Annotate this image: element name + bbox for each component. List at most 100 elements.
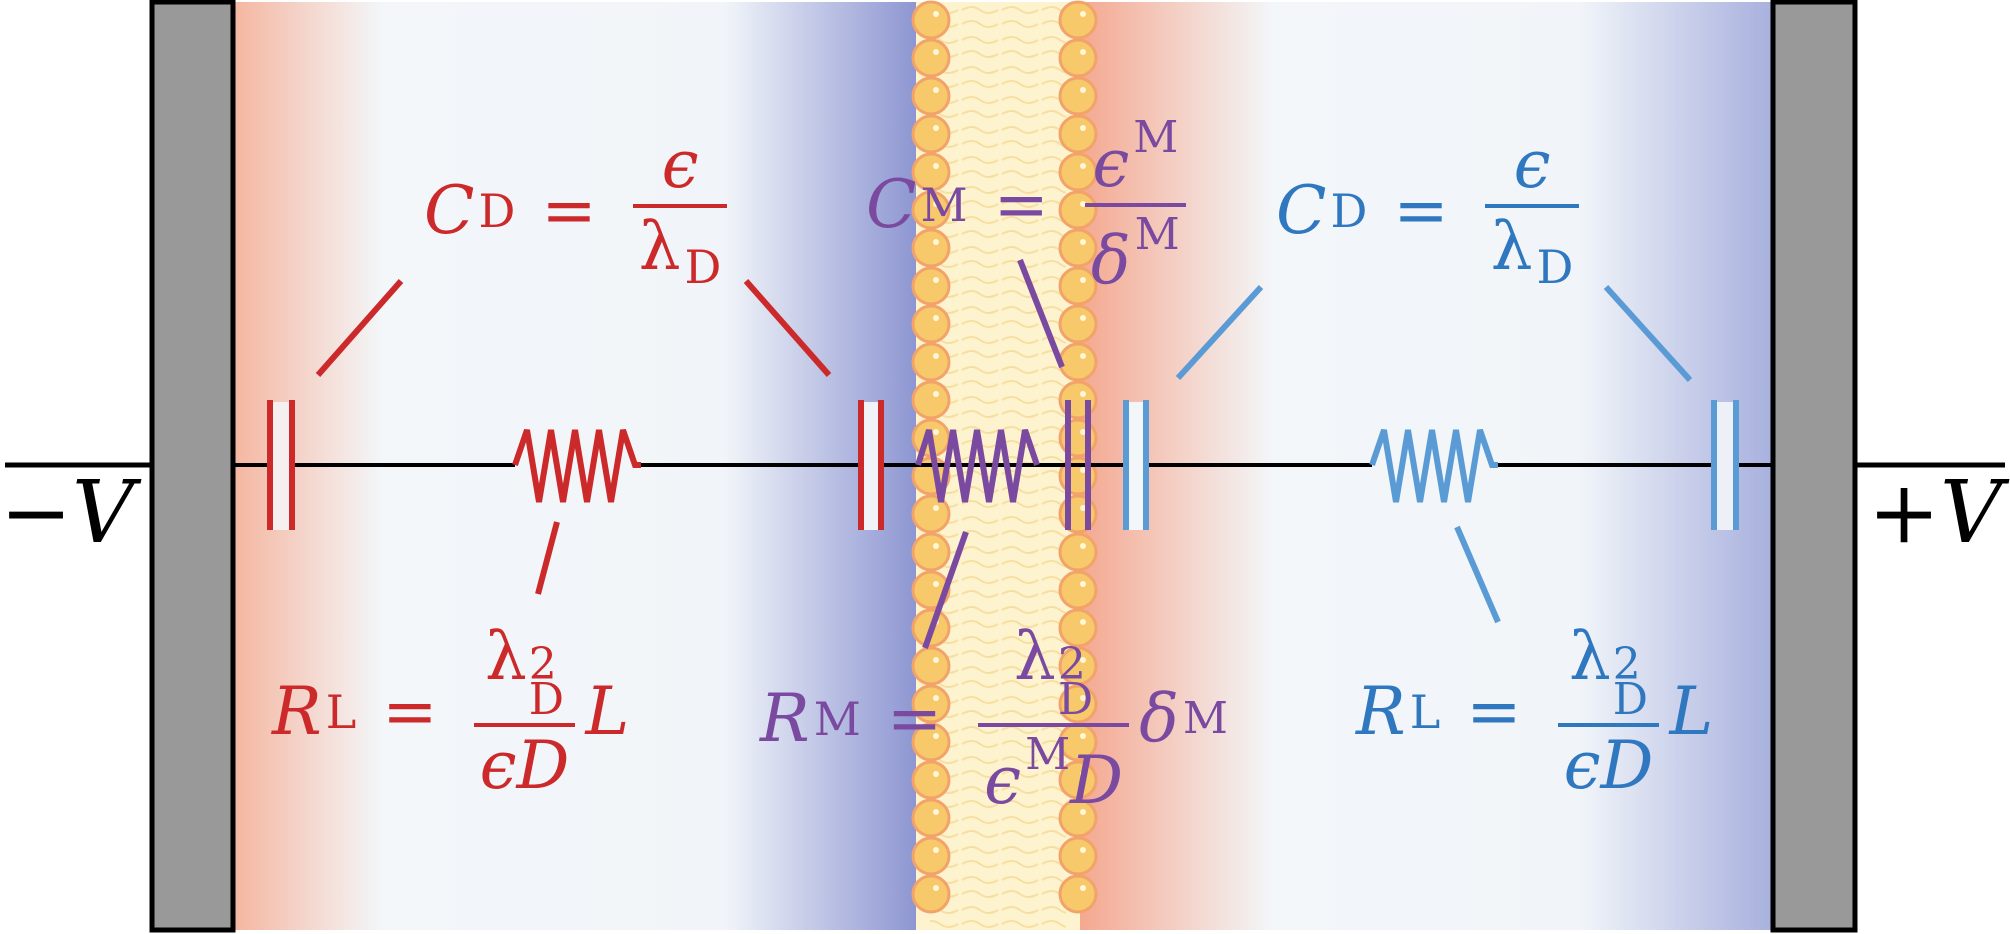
lipid-head: [911, 152, 951, 192]
lipid-head-highlight: [1080, 543, 1086, 549]
lipid-head: [1058, 152, 1098, 192]
lipid-head: [911, 114, 951, 154]
lipid-head-highlight: [933, 581, 939, 587]
leader-cd-left-b: [743, 279, 832, 377]
lipid-head-highlight: [1080, 201, 1086, 207]
lipid-head-highlight: [933, 847, 939, 853]
lipid-head: [911, 532, 951, 572]
lipid-head: [911, 38, 951, 78]
right-electrode: [1770, 0, 1858, 933]
lipid-head-highlight: [933, 771, 939, 777]
lipid-head: [1058, 684, 1098, 724]
leader-rl-left: [535, 521, 560, 595]
leader-rl-right: [1454, 525, 1501, 624]
lipid-head-highlight: [1080, 771, 1086, 777]
lipid-head: [911, 646, 951, 686]
capacitor-left-debye-2: [858, 400, 884, 530]
resistor-membrane: [915, 429, 1040, 503]
lipid-head-highlight: [933, 87, 939, 93]
lipid-head-highlight: [1080, 581, 1086, 587]
lipid-head: [1058, 798, 1098, 838]
capacitor-right-debye-2: [1711, 400, 1739, 530]
lipid-head-highlight: [1080, 847, 1086, 853]
lipid-head-highlight: [933, 391, 939, 397]
lipid-head: [911, 266, 951, 306]
lipid-head: [1058, 646, 1098, 686]
lipid-head: [911, 342, 951, 382]
leader-cd-left-a: [315, 279, 404, 377]
lipid-head-highlight: [1080, 505, 1086, 511]
lipid-head-highlight: [1080, 125, 1086, 131]
lipid-head-highlight: [1080, 467, 1086, 473]
lipid-head-highlight: [1080, 11, 1086, 17]
capacitor-membrane: [1065, 400, 1091, 530]
lipid-head: [1058, 874, 1098, 914]
lipid-head: [911, 874, 951, 914]
lipid-head-highlight: [933, 505, 939, 511]
lipid-head: [1058, 532, 1098, 572]
lipid-head: [1058, 608, 1098, 648]
lipid-head: [1058, 190, 1098, 230]
lipid-head-highlight: [933, 429, 939, 435]
lipid-head: [1058, 0, 1098, 40]
leader-cd-right-a: [1175, 284, 1264, 381]
leader-cm: [1017, 258, 1065, 369]
lipid-head-highlight: [1080, 239, 1086, 245]
lipid-head-highlight: [1080, 885, 1086, 891]
lipid-head-highlight: [1080, 353, 1086, 359]
lipid-head: [911, 760, 951, 800]
lipid-head-highlight: [933, 11, 939, 17]
lipid-head-highlight: [933, 201, 939, 207]
terminal-negative: −V: [0, 463, 135, 563]
lipid-head-highlight: [1080, 429, 1086, 435]
resistor-right-leakage: [1369, 429, 1498, 503]
lipid-head: [911, 76, 951, 116]
lipid-head-highlight: [933, 239, 939, 245]
lipid-head-highlight: [933, 885, 939, 891]
lipid-head-highlight: [1080, 657, 1086, 663]
leader-rm: [922, 531, 969, 649]
lipid-head: [1058, 342, 1098, 382]
lipid-head-highlight: [933, 163, 939, 169]
lipid-head-highlight: [1080, 87, 1086, 93]
lipid-head: [1058, 114, 1098, 154]
lipid-head: [911, 798, 951, 838]
resistor-left-leakage: [512, 429, 641, 503]
lipid-head-highlight: [1080, 391, 1086, 397]
lipid-head-highlight: [933, 809, 939, 815]
lipid-head-highlight: [933, 49, 939, 55]
lipid-head-highlight: [1080, 695, 1086, 701]
lipid-head: [1058, 266, 1098, 306]
lipid-head-highlight: [933, 353, 939, 359]
lipid-head-highlight: [1080, 49, 1086, 55]
leader-cd-right-b: [1603, 284, 1693, 383]
lipid-head-highlight: [933, 733, 939, 739]
lipid-head-highlight: [933, 657, 939, 663]
lipid-head: [911, 836, 951, 876]
lipid-head-highlight: [933, 125, 939, 131]
capacitor-right-debye: [1123, 400, 1149, 530]
lipid-head-highlight: [1080, 277, 1086, 283]
lipid-head: [1058, 760, 1098, 800]
lipid-heads-right: [1058, 0, 1098, 914]
lipid-head: [1058, 38, 1098, 78]
lipid-head-highlight: [933, 695, 939, 701]
lipid-head: [911, 190, 951, 230]
lipid-head-highlight: [933, 315, 939, 321]
lipid-head-highlight: [1080, 733, 1086, 739]
lipid-head-highlight: [1080, 619, 1086, 625]
lipid-head-highlight: [1080, 315, 1086, 321]
lipid-head: [911, 304, 951, 344]
lipid-head: [911, 722, 951, 762]
lipid-head: [911, 380, 951, 420]
lipid-head-highlight: [1080, 163, 1086, 169]
lipid-head: [911, 0, 951, 40]
terminal-positive: +V: [1868, 463, 2003, 563]
lipid-head: [1058, 570, 1098, 610]
lipid-head: [911, 684, 951, 724]
left-electrode: [149, 0, 236, 933]
